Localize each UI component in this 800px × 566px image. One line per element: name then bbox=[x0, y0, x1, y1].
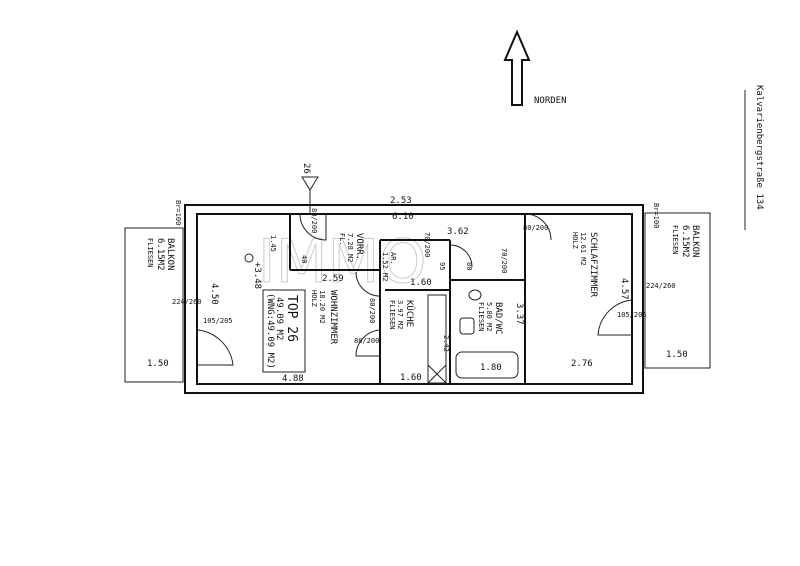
svg-text:80/200: 80/200 bbox=[354, 337, 379, 345]
openings: 224/260 105/205 224/260 105/205 80/200 8… bbox=[172, 200, 676, 345]
svg-text:4.88: 4.88 bbox=[282, 374, 304, 384]
svg-text:2.53: 2.53 bbox=[390, 196, 412, 206]
svg-text:105/205: 105/205 bbox=[617, 311, 647, 319]
svg-text:BALKON: BALKON bbox=[165, 238, 175, 271]
svg-text:6.15M2: 6.15M2 bbox=[680, 225, 690, 258]
svg-text:BAD/WC: BAD/WC bbox=[493, 302, 503, 335]
svg-text:AR.: AR. bbox=[389, 252, 397, 265]
svg-text:SCHLAFZIMMER: SCHLAFZIMMER bbox=[588, 232, 598, 298]
unit-area: 49.09 M2 bbox=[274, 297, 284, 340]
watermark: IMMO bbox=[258, 227, 426, 297]
marker-triangle-icon bbox=[301, 176, 319, 191]
unit-box bbox=[262, 289, 306, 373]
svg-text:1.60: 1.60 bbox=[410, 278, 432, 288]
svg-text:FL.: FL. bbox=[338, 233, 346, 246]
svg-text:1.52 M2: 1.52 M2 bbox=[381, 252, 389, 282]
svg-text:KÜCHE: KÜCHE bbox=[404, 300, 415, 327]
svg-text:6.10: 6.10 bbox=[392, 212, 414, 222]
svg-text:1.50: 1.50 bbox=[147, 359, 169, 369]
svg-text:5.80 M2: 5.80 M2 bbox=[485, 302, 493, 332]
svg-text:3.97 M2: 3.97 M2 bbox=[396, 300, 404, 330]
svg-text:40: 40 bbox=[300, 255, 308, 263]
room-wohnzimmer: WOHNZIMMER 18.20 M2 HOLZ bbox=[310, 290, 338, 345]
svg-text:95: 95 bbox=[438, 262, 446, 270]
unit-area-total: (WNG:49.09 M2) bbox=[265, 293, 275, 369]
room-schlafzimmer: SCHLAFZIMMER 12.61 M2 HOLZ bbox=[571, 232, 598, 298]
svg-text:12.61 M2: 12.61 M2 bbox=[579, 232, 587, 266]
dimensions: 2.53 6.10 3.62 2.59 1.60 95 80 1.45 40 4… bbox=[147, 196, 688, 384]
svg-text:80: 80 bbox=[465, 262, 473, 270]
svg-text:4.50: 4.50 bbox=[209, 283, 219, 305]
svg-text:1.60: 1.60 bbox=[400, 373, 422, 383]
svg-text:BALKON: BALKON bbox=[690, 225, 700, 258]
svg-text:2.76: 2.76 bbox=[571, 359, 593, 369]
level-label: +3.48 bbox=[252, 262, 262, 289]
svg-text:80/200: 80/200 bbox=[523, 224, 548, 232]
level-marker-icon bbox=[244, 253, 254, 263]
svg-text:2.42: 2.42 bbox=[442, 335, 450, 352]
svg-text:18.20 M2: 18.20 M2 bbox=[318, 290, 326, 324]
svg-text:224/260: 224/260 bbox=[172, 298, 202, 306]
room-balkon-left: BALKON 6.15M2 FLIESEN bbox=[146, 238, 175, 271]
unit-marker: 26 bbox=[301, 163, 311, 174]
room-bad: BAD/WC 5.80 M2 FLIESEN bbox=[477, 302, 503, 335]
svg-text:70/200: 70/200 bbox=[423, 232, 431, 257]
svg-text:6.15M2: 6.15M2 bbox=[155, 238, 165, 271]
walls bbox=[124, 204, 711, 394]
svg-text:2.59: 2.59 bbox=[322, 274, 344, 284]
svg-text:7.28 M2: 7.28 M2 bbox=[346, 233, 354, 263]
svg-text:4.57: 4.57 bbox=[619, 278, 629, 300]
svg-text:1.80: 1.80 bbox=[480, 363, 502, 373]
room-kueche: KÜCHE 3.97 M2 FLIESEN bbox=[388, 300, 415, 330]
svg-text:3.37: 3.37 bbox=[514, 303, 524, 325]
svg-text:FLIESEN: FLIESEN bbox=[671, 225, 679, 255]
svg-text:1.50: 1.50 bbox=[666, 350, 688, 360]
svg-text:WOHNZIMMER: WOHNZIMMER bbox=[328, 290, 338, 345]
north-arrow-icon bbox=[503, 29, 531, 106]
svg-text:HOLZ: HOLZ bbox=[571, 232, 579, 249]
svg-text:3.62: 3.62 bbox=[447, 227, 469, 237]
svg-text:HOLZ: HOLZ bbox=[310, 290, 318, 307]
svg-text:80/200: 80/200 bbox=[310, 208, 318, 233]
svg-text:FLIESEN: FLIESEN bbox=[477, 302, 485, 332]
room-abstellraum: AR. 1.52 M2 bbox=[381, 252, 397, 282]
svg-text:80/200: 80/200 bbox=[368, 298, 376, 323]
svg-text:70/200: 70/200 bbox=[500, 248, 508, 273]
svg-text:VORR.: VORR. bbox=[354, 233, 364, 260]
svg-text:224/260: 224/260 bbox=[646, 282, 676, 290]
street-label: Kalvarienbergstraße 134 bbox=[754, 85, 764, 210]
svg-text:Br=100: Br=100 bbox=[174, 200, 182, 225]
unit-title: TOP 26 bbox=[284, 295, 299, 342]
svg-text:1.45: 1.45 bbox=[269, 235, 277, 252]
north-label: NORDEN bbox=[534, 96, 567, 106]
room-balkon-right: BALKON 6.15M2 FLIESEN bbox=[671, 225, 700, 258]
svg-text:FLIESEN: FLIESEN bbox=[388, 300, 396, 330]
svg-text:FLIESEN: FLIESEN bbox=[146, 238, 154, 268]
svg-text:105/205: 105/205 bbox=[203, 317, 233, 325]
room-vorraum: VORR. 7.28 M2 FL. bbox=[338, 233, 364, 263]
svg-text:Br=100: Br=100 bbox=[652, 203, 660, 228]
